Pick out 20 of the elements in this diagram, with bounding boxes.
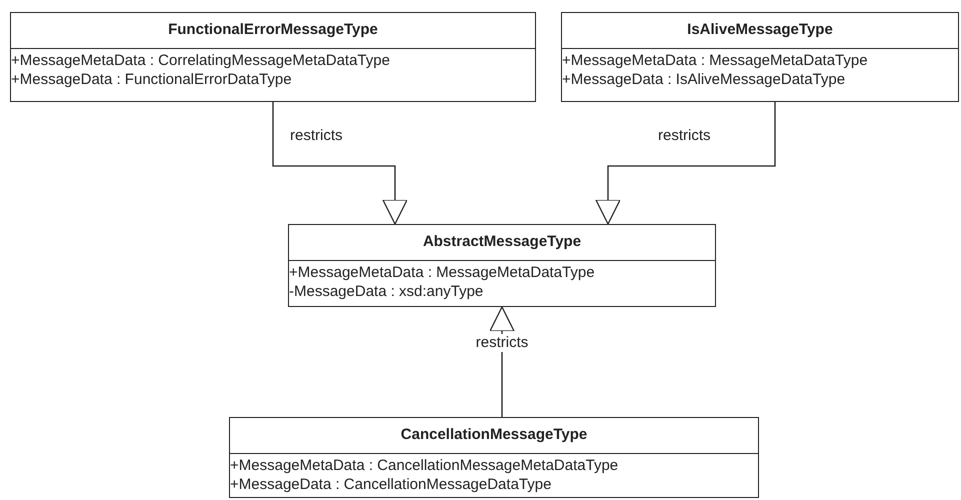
attribute-text: +MessageMetaData : MessageMetaDataType — [289, 263, 595, 282]
class-box — [229, 417, 759, 498]
class-box — [10, 12, 536, 102]
class-box — [561, 12, 959, 102]
class-name: AbstractMessageType — [422, 232, 582, 252]
generalization-arrow — [272, 102, 408, 225]
class-name: CancellationMessageType — [400, 425, 588, 446]
generalization-arrow — [595, 102, 776, 225]
attribute-text: +MessageMetaData : CancellationMessageMetaDataType — [230, 456, 618, 475]
attribute-text: +MessageMetaData : CorrelatingMessageMetaDataType — [11, 51, 390, 70]
attribute-text: +MessageData : CancellationMessageDataType — [230, 475, 552, 494]
edge-label: restricts — [476, 334, 528, 352]
attribute-text: -MessageData : xsd:anyType — [289, 282, 484, 301]
class-name: IsAliveMessageType — [687, 20, 833, 40]
attribute-text: +MessageData : IsAliveMessageDataType — [562, 70, 846, 89]
class-box — [288, 224, 716, 307]
attribute-text: +MessageData : FunctionalErrorDataType — [11, 70, 292, 89]
generalization-arrow — [489, 306, 515, 417]
class-name: FunctionalErrorMessageType — [168, 20, 378, 40]
attribute-text: +MessageMetaData : MessageMetaDataType — [562, 51, 868, 70]
